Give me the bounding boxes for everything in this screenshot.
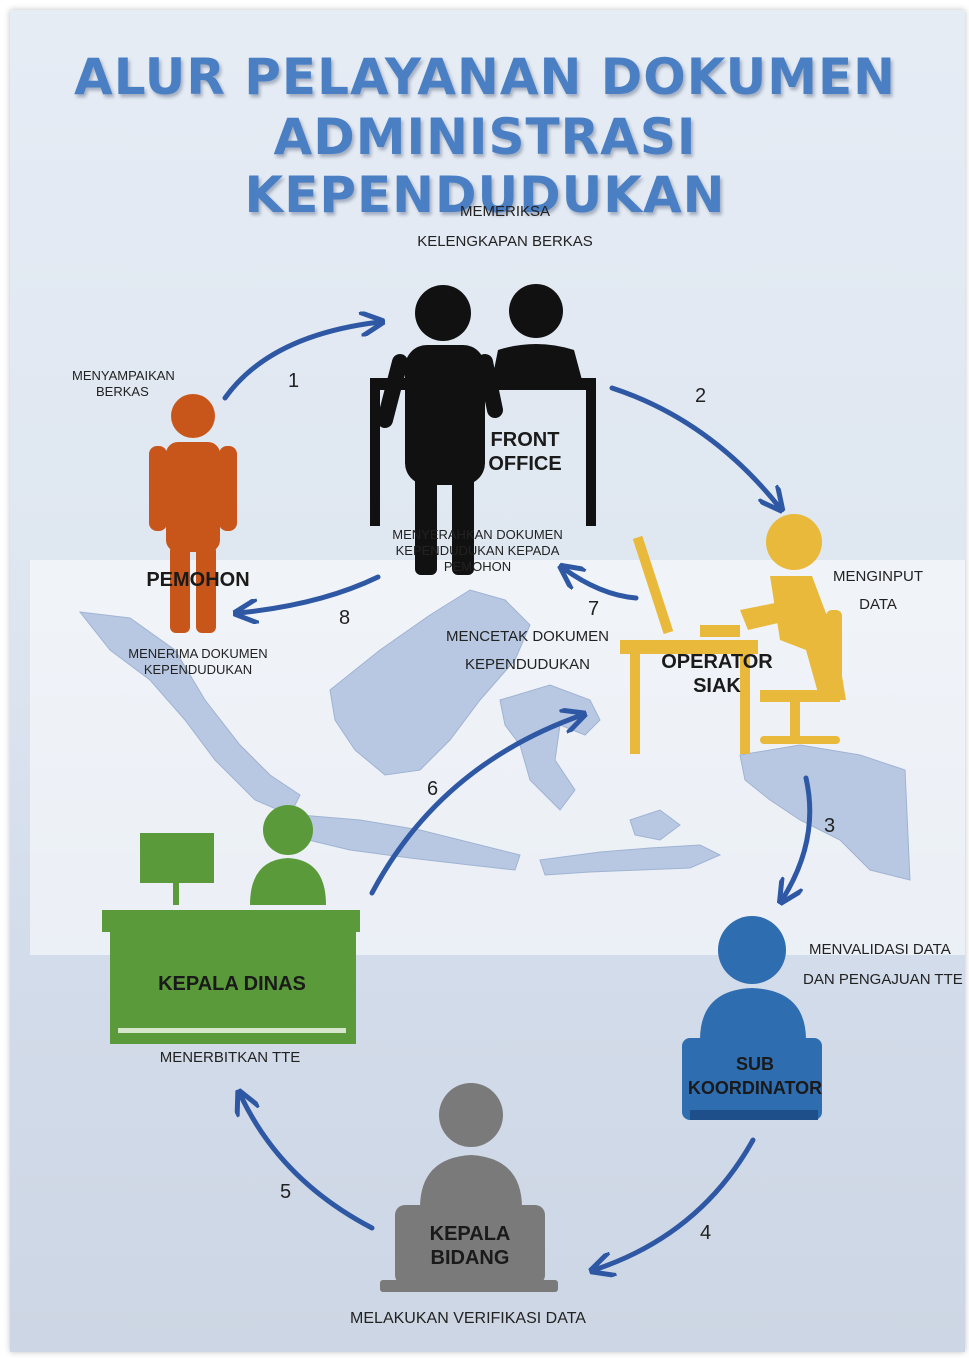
front-office-figure — [370, 284, 596, 575]
step-7: 7 — [588, 598, 600, 620]
menerima-label: MENERIMA DOKUMEN KEPENDUDUKAN — [98, 646, 298, 678]
step-2: 2 — [695, 385, 707, 407]
menvalidasi-line-1: MENVALIDASI DATA — [809, 941, 951, 958]
arrow-8 — [238, 574, 381, 613]
memeriksa-line-1: MEMERIKSA — [459, 203, 550, 220]
arrow-4 — [594, 1137, 756, 1270]
menyerahkan-label: MENYERAHKAN DOKUMEN KEPENDUDUKAN KEPADA … — [375, 527, 580, 575]
front-office-label: FRONT OFFICE — [470, 428, 580, 476]
kepala-bidang-label: KEPALA BIDANG — [405, 1222, 535, 1270]
mencetak-line-2: KEPENDUDUKAN — [464, 656, 591, 673]
kepala-dinas-label: KEPALA DINAS — [158, 973, 306, 995]
front-office-label-line-2: OFFICE — [488, 453, 562, 475]
menvalidasi-label: MENVALIDASI DATA DAN PENGAJUAN TTE — [803, 938, 967, 992]
mencetak-line-1: MENCETAK DOKUMEN — [445, 628, 610, 645]
operator-siak-label: OPERATOR SIAK — [652, 650, 782, 698]
melakukan-label: MELAKUKAN VERIFIKASI DATA — [350, 1310, 586, 1327]
arrow-6 — [369, 715, 582, 896]
memeriksa-line-2: KELENGKAPAN BERKAS — [417, 233, 593, 250]
flow-arrows — [222, 322, 813, 1270]
title-line-2: ADMINISTRASI KEPENDUDUKAN — [244, 108, 726, 224]
menyampaikan-line-1: MENYAMPAIKAN — [72, 368, 175, 383]
step-4: 4 — [700, 1222, 712, 1244]
menginput-line-2: DATA — [859, 596, 897, 613]
arrow-1 — [222, 322, 380, 401]
pemohon-figure — [149, 394, 237, 633]
sub-koordinator-line-2: KOORDINATOR — [687, 1078, 823, 1098]
menerbitkan-label: MENERBITKAN TTE — [159, 1049, 301, 1066]
kepala-dinas-figure — [102, 805, 360, 1044]
mencetak-label: MENCETAK DOKUMEN KEPENDUDUKAN — [425, 625, 630, 677]
arrow-3 — [782, 775, 813, 900]
menerima-line-2: KEPENDUDUKAN — [143, 662, 253, 677]
kepala-bidang-line-2: BIDANG — [430, 1247, 510, 1269]
kepala-bidang-figure — [380, 1083, 558, 1292]
front-office-label-line-1: FRONT — [490, 429, 560, 451]
operator-label-line-1: OPERATOR — [661, 651, 773, 673]
menyampaikan-line-2: BERKAS — [96, 384, 149, 399]
arrow-5 — [240, 1094, 375, 1231]
menginput-label: MENGINPUT DATA — [818, 565, 938, 617]
step-5: 5 — [280, 1181, 292, 1203]
kepala-bidang-line-1: KEPALA — [429, 1223, 511, 1245]
pemohon-label: PEMOHON — [146, 569, 250, 591]
title-line-1: ALUR PELAYANAN DOKUMEN — [74, 48, 896, 106]
menginput-line-1: MENGINPUT — [833, 568, 923, 585]
menyampaikan-label: MENYAMPAIKAN BERKAS — [72, 368, 222, 400]
sub-koordinator-line-1: SUB — [735, 1054, 774, 1074]
menyerahkan-line-3: PEMOHON — [443, 559, 512, 574]
menyerahkan-line-2: KEPENDUDUKAN KEPADA — [395, 543, 560, 558]
operator-label-line-2: SIAK — [693, 675, 741, 697]
menyerahkan-line-1: MENYERAHKAN DOKUMEN — [392, 527, 563, 542]
operator-figure — [620, 514, 846, 754]
menvalidasi-line-2: DAN PENGAJUAN TTE — [803, 971, 963, 988]
arrow-7 — [563, 568, 639, 601]
step-8: 8 — [339, 607, 351, 629]
arrow-2 — [609, 385, 780, 508]
memeriksa-label: MEMERIKSA KELENGKAPAN BERKAS — [405, 200, 605, 254]
menerima-line-1: MENERIMA DOKUMEN — [128, 646, 268, 661]
sub-koordinator-figure — [682, 916, 822, 1120]
step-6: 6 — [427, 778, 439, 800]
step-1: 1 — [288, 370, 300, 392]
sub-koordinator-label: SUB KOORDINATOR — [680, 1052, 830, 1100]
step-3: 3 — [824, 815, 836, 837]
indonesia-map — [78, 589, 911, 881]
